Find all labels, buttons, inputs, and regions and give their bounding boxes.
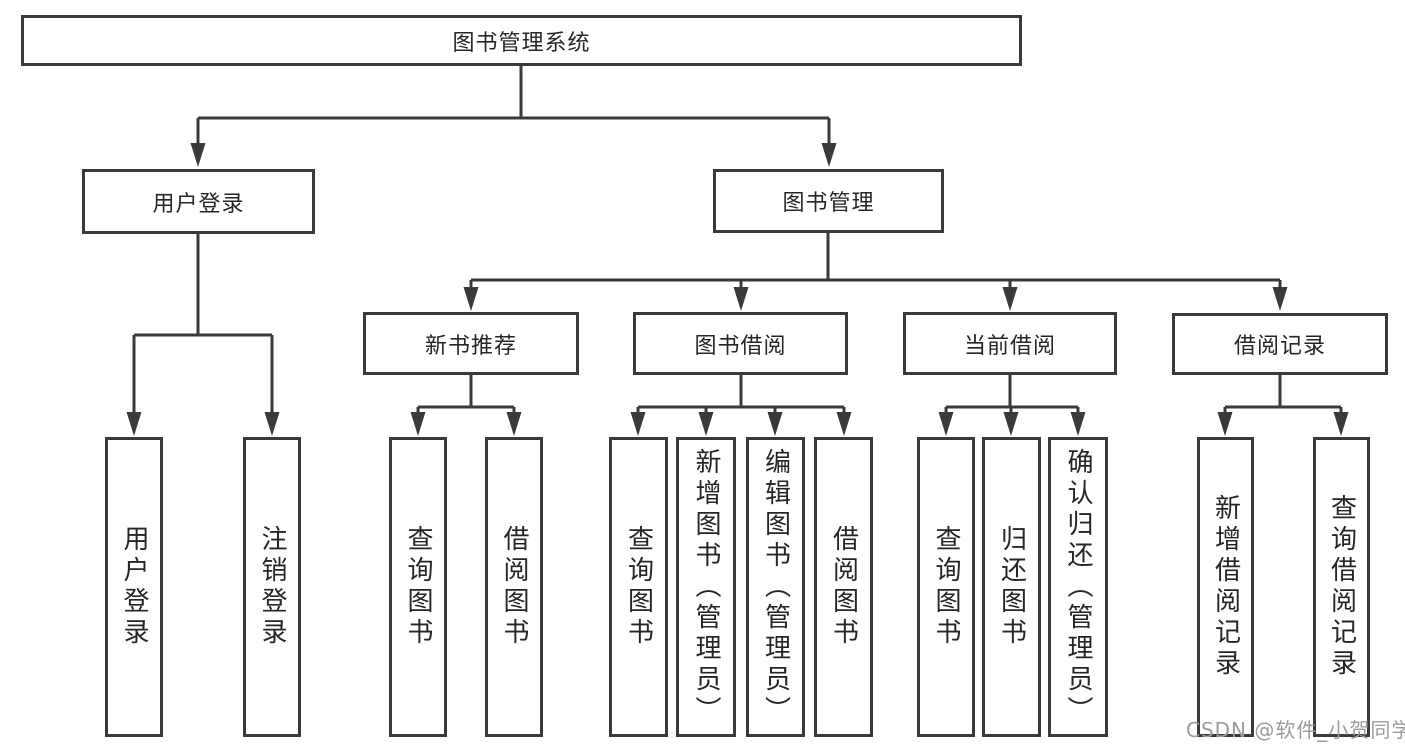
leaf-bb-borrow-books: 借阅图书: [814, 437, 873, 737]
leaf-cb-query-books: 查询图书: [917, 437, 975, 737]
leaf-bb-add-books-admin: 新增图书（管理员）: [676, 437, 736, 737]
node-book-management: 图书管理: [713, 169, 944, 233]
node-borrow-records: 借阅记录: [1172, 313, 1388, 375]
watermark: CSDN @软件_小贺同学: [1186, 718, 1405, 742]
leaf-logout-login: 注销登录: [243, 437, 301, 737]
leaf-bb-query-books: 查询图书: [609, 437, 668, 737]
node-book-borrow: 图书借阅: [633, 312, 848, 375]
leaf-br-add-record: 新增借阅记录: [1197, 437, 1254, 737]
node-root: 图书管理系统: [21, 15, 1022, 66]
leaf-cb-confirm-return-admin: 确认归还（管理员）: [1048, 437, 1108, 737]
node-user-login: 用户登录: [82, 169, 315, 234]
node-current-borrow: 当前借阅: [903, 312, 1117, 375]
leaf-user-login: 用户登录: [105, 437, 163, 737]
leaf-br-query-record: 查询借阅记录: [1313, 437, 1370, 737]
node-new-book-recommend: 新书推荐: [363, 312, 579, 375]
leaf-cb-return-books: 归还图书: [982, 437, 1041, 737]
leaf-nbr-borrow-books: 借阅图书: [485, 437, 543, 737]
leaf-nbr-query-books: 查询图书: [389, 437, 447, 737]
leaf-bb-edit-books-admin: 编辑图书（管理员）: [746, 437, 805, 737]
